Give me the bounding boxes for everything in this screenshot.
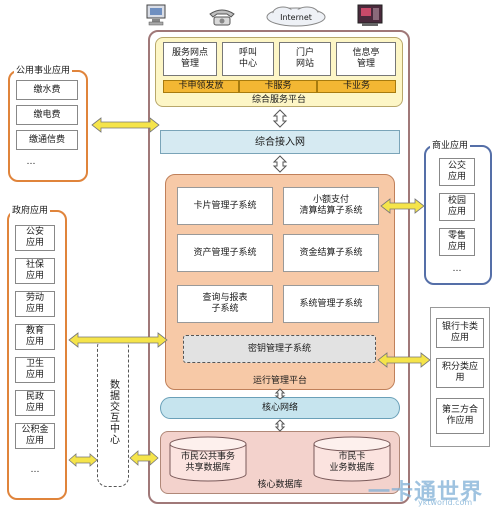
watermark-logo: 一卡通世界 xyxy=(368,480,484,505)
query-report-subsystem: 查询与报表 子系统 xyxy=(177,285,273,323)
gov-item-health: 卫生 应用 xyxy=(15,357,55,383)
data-exchange-center: 数据交互中心 xyxy=(97,337,129,487)
commercial-item-retail: 零售 应用 xyxy=(439,228,475,256)
portal-box: 门户 网站 xyxy=(279,42,331,76)
card-service-bar: 卡服务 xyxy=(239,80,317,93)
commercial-item-bus: 公交 应用 xyxy=(439,158,475,186)
utility-item-more: … xyxy=(26,157,36,167)
gov-item-civil-affairs: 民政 应用 xyxy=(15,390,55,416)
arrow-service-access xyxy=(272,109,288,128)
utility-item-telecom: 缴通信费 xyxy=(16,130,78,150)
commercial-item-more: … xyxy=(452,264,462,274)
gov-item-education: 教育 应用 xyxy=(15,324,55,350)
utility-item-power: 缴电费 xyxy=(16,105,78,125)
fund-settlement-subsystem: 资金结算子系统 xyxy=(283,234,379,272)
data-exchange-label: 数据交互中心 xyxy=(107,379,119,445)
gov-item-housing-fund: 公积金 应用 xyxy=(15,423,55,449)
arrow-ops-corenet xyxy=(274,388,286,400)
arrow-corenet-db xyxy=(274,419,286,432)
gov-item-more: … xyxy=(30,465,40,475)
arrow-gov-exchange xyxy=(68,453,98,467)
gov-item-labor: 劳动 应用 xyxy=(15,291,55,317)
kiosk-box: 信息亭 管理 xyxy=(336,42,396,76)
commercial-apps-title: 商业应用 xyxy=(430,138,471,151)
core-db-title: 核心数据库 xyxy=(257,479,303,490)
card-mgmt-subsystem: 卡片管理子系统 xyxy=(177,187,273,225)
arrow-exchange-db xyxy=(129,450,159,466)
telephone-icon xyxy=(207,6,237,26)
card-db-label: 市民卡 业务数据库 xyxy=(329,452,375,473)
watermark-url: yktworld.com xyxy=(418,498,473,507)
system-mgmt-subsystem: 系统管理子系统 xyxy=(283,285,379,323)
kiosk-icon xyxy=(356,3,384,27)
public-db-cylinder xyxy=(168,436,248,482)
asset-mgmt-subsystem: 资产管理子系统 xyxy=(177,234,273,272)
arrow-utility-service xyxy=(91,117,160,133)
access-network: 综合接入网 xyxy=(160,130,400,154)
computer-icon xyxy=(146,4,166,26)
public-db-label: 市民公共事务 共享数据库 xyxy=(180,452,235,473)
card-issue-bar: 卡申领发放 xyxy=(163,80,239,93)
gov-item-social-security: 社保 应用 xyxy=(15,258,55,284)
arrow-ops-commercial xyxy=(380,198,425,214)
arrow-key-other xyxy=(377,352,431,368)
arrow-access-ops xyxy=(272,155,288,173)
commercial-item-campus: 校园 应用 xyxy=(439,193,475,221)
internet-label: Internet xyxy=(280,12,312,22)
service-outlet-box: 服务网点 管理 xyxy=(163,42,217,76)
service-platform-title: 综合服务平台 xyxy=(251,94,306,105)
gov-item-police: 公安 应用 xyxy=(15,225,55,251)
bank-card-apps: 银行卡类 应用 xyxy=(436,318,484,348)
card-business-bar: 卡业务 xyxy=(317,80,396,93)
third-party-apps: 第三方合 作应用 xyxy=(436,398,484,434)
utility-apps-title: 公用事业应用 xyxy=(14,63,73,76)
card-db-cylinder xyxy=(312,436,392,482)
utility-item-water: 缴水费 xyxy=(16,80,78,100)
key-mgmt-subsystem: 密钥管理子系统 xyxy=(183,335,376,363)
call-center-box: 呼叫 中心 xyxy=(222,42,274,76)
gov-apps-title: 政府应用 xyxy=(10,203,51,216)
ops-platform-title: 运行管理平台 xyxy=(252,375,307,386)
arrow-gov-ops xyxy=(68,332,168,348)
micropay-subsystem: 小额支付 清算结算子系统 xyxy=(283,187,379,225)
internet-cloud-icon xyxy=(265,5,327,27)
points-apps: 积分类应 用 xyxy=(436,358,484,388)
